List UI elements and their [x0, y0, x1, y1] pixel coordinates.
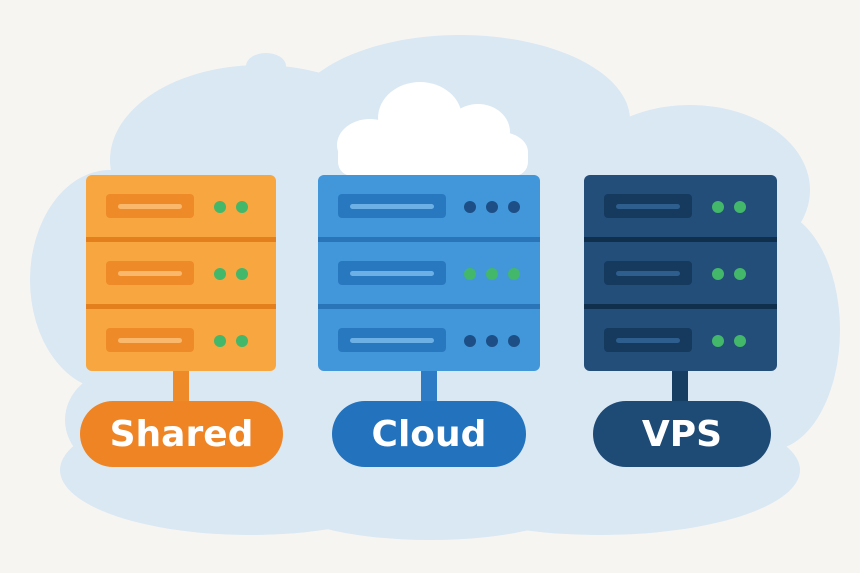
status-leds [214, 335, 248, 347]
led-icon [486, 335, 498, 347]
led-icon [464, 335, 476, 347]
led-icon [236, 268, 248, 280]
status-leds [712, 201, 746, 213]
server-unit [318, 242, 540, 304]
led-icon [464, 201, 476, 213]
drive-slot [604, 194, 692, 218]
led-icon [214, 268, 226, 280]
status-leds [214, 201, 248, 213]
rack-divider [318, 237, 540, 242]
led-icon [214, 201, 226, 213]
server-rack-cloud [318, 175, 540, 371]
server-unit [318, 175, 540, 237]
label-cloud: Cloud [332, 401, 526, 467]
status-leds [214, 268, 248, 280]
led-icon [734, 268, 746, 280]
led-icon [712, 335, 724, 347]
label-vps: VPS [593, 401, 771, 467]
server-unit [86, 242, 276, 304]
status-leds [712, 335, 746, 347]
led-icon [712, 268, 724, 280]
rack-divider [584, 237, 777, 242]
status-leds [712, 268, 746, 280]
led-icon [508, 335, 520, 347]
led-icon [486, 268, 498, 280]
white-cloud-icon [337, 82, 528, 176]
rack-divider [86, 304, 276, 309]
server-unit [584, 242, 777, 304]
led-icon [712, 201, 724, 213]
status-leds [464, 268, 520, 280]
drive-slot [338, 261, 446, 285]
rack-divider [318, 304, 540, 309]
drive-slot [106, 261, 194, 285]
server-unit [584, 175, 777, 237]
status-leds [464, 335, 520, 347]
led-icon [734, 335, 746, 347]
led-icon [464, 268, 476, 280]
server-rack-vps [584, 175, 777, 371]
led-icon [508, 268, 520, 280]
drive-slot [338, 194, 446, 218]
led-icon [214, 335, 226, 347]
led-icon [734, 201, 746, 213]
status-leds [464, 201, 520, 213]
drive-slot [604, 261, 692, 285]
rack-divider [86, 237, 276, 242]
connector-stem [173, 371, 189, 401]
connector-stem [672, 371, 688, 401]
drive-slot [106, 194, 194, 218]
server-unit [86, 175, 276, 237]
connector-stem [421, 371, 437, 401]
drive-slot [604, 328, 692, 352]
server-unit [318, 309, 540, 371]
label-shared: Shared [80, 401, 283, 467]
server-unit [584, 309, 777, 371]
server-unit [86, 309, 276, 371]
drive-slot [338, 328, 446, 352]
led-icon [236, 335, 248, 347]
server-rack-shared [86, 175, 276, 371]
rack-divider [584, 304, 777, 309]
drive-slot [106, 328, 194, 352]
led-icon [486, 201, 498, 213]
led-icon [508, 201, 520, 213]
led-icon [236, 201, 248, 213]
